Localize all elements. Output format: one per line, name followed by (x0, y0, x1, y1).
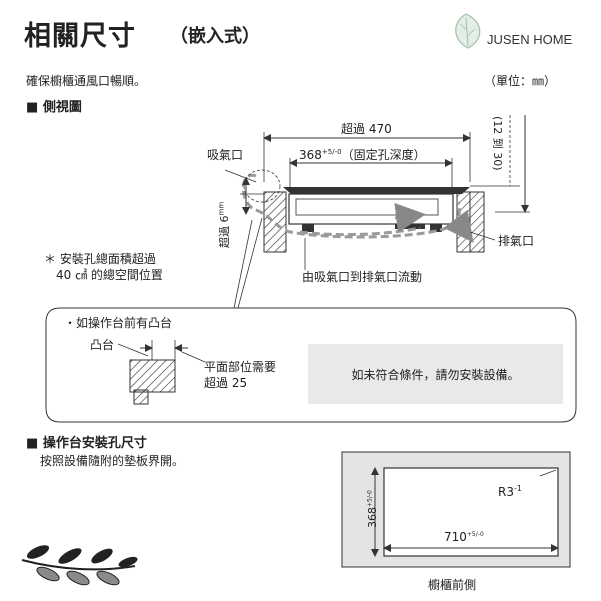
ledge-detail (117, 340, 206, 405)
square-bullet-icon: ■ (26, 436, 43, 451)
cutout-heading-text: 操作台安裝孔尺寸 (42, 436, 147, 451)
radius-tolerance: -1 (513, 484, 522, 493)
cutout-height-label: 368+5/-0 (366, 490, 379, 528)
intake-label: 吸氣口 (207, 148, 244, 162)
depth-value: 368 (299, 148, 322, 162)
side-gap-label: (12 到 30) (491, 116, 504, 171)
radius-value: R3 (498, 485, 514, 499)
page-title: 相關尺寸 (24, 21, 136, 52)
flow-label: 由吸氣口到排氣口流動 (302, 270, 423, 284)
intake-leader (224, 169, 257, 183)
cabinet-right-wall (469, 191, 485, 253)
air-flow-path (241, 169, 474, 243)
exhaust-leader (469, 231, 496, 241)
side-view-heading: ■ 側視圖 (26, 96, 82, 115)
unit-label: （單位：㎜） (484, 74, 557, 88)
area-note-line1: ＊ 安裝孔總面積超過 (44, 252, 156, 266)
flat-note-line1: 平面部位需要 (204, 360, 277, 374)
cutout-width-value: 710 (444, 530, 467, 544)
cutout-heading: ■ 操作台安裝孔尺寸 (26, 432, 147, 451)
side-gap-dimension (470, 115, 530, 213)
area-note-line2: 40 ㎠ 的總空間位置 (56, 268, 163, 282)
cutout-height-tolerance: +5/-0 (366, 490, 374, 507)
ledge-label: 凸台 (90, 338, 115, 352)
cabinet-front-label: 櫥櫃前側 (428, 578, 477, 592)
width-label: 超過 470 (341, 122, 392, 136)
cutout-width-label: 710+5/-0 (444, 530, 484, 544)
cutout-width-tolerance: +5/-0 (466, 531, 484, 538)
height-value: 超過 6 (218, 215, 231, 249)
depth-label: 368+5/-0（固定孔深度） (299, 146, 426, 163)
callout-bullet: ・如操作台前有凸台 (64, 316, 173, 330)
cutout-height-value: 368 (366, 507, 379, 528)
page-subtitle: （嵌入式） (170, 26, 260, 47)
square-bullet-icon: ■ (26, 100, 43, 115)
flat-note-line2: 超過 25 (204, 376, 248, 390)
depth-note: （固定孔深度） (341, 148, 426, 162)
cutout-drawing (341, 451, 571, 568)
side-view-heading-text: 側視圖 (42, 100, 82, 115)
brand-name: JUSEN HOME (487, 32, 573, 47)
exhaust-label: 排氣口 (498, 234, 535, 248)
leaf-logo-icon (455, 13, 481, 49)
height-dimension (240, 177, 264, 215)
counter-left-slab (263, 191, 287, 253)
warning-box: 如未符合條件，請勿安裝設備。 (308, 344, 563, 404)
cutout-instruction: 按照設備隨附的墊板界開。 (40, 454, 185, 468)
radius-label: R3-1 (498, 484, 522, 499)
depth-tolerance: +5/-0 (321, 148, 342, 156)
width-dimension (263, 132, 471, 182)
ventilation-note: 確保櫥櫃通風口暢順。 (26, 74, 147, 88)
leaf-branch-decoration (21, 545, 138, 586)
warning-text: 如未符合條件，請勿安裝設備。 (351, 367, 520, 382)
height-label: 超過 6mm (216, 202, 232, 248)
callout-box (45, 307, 577, 423)
depth-dimension (289, 158, 453, 192)
cooktop-body (283, 187, 470, 232)
height-unit: mm (217, 201, 226, 216)
